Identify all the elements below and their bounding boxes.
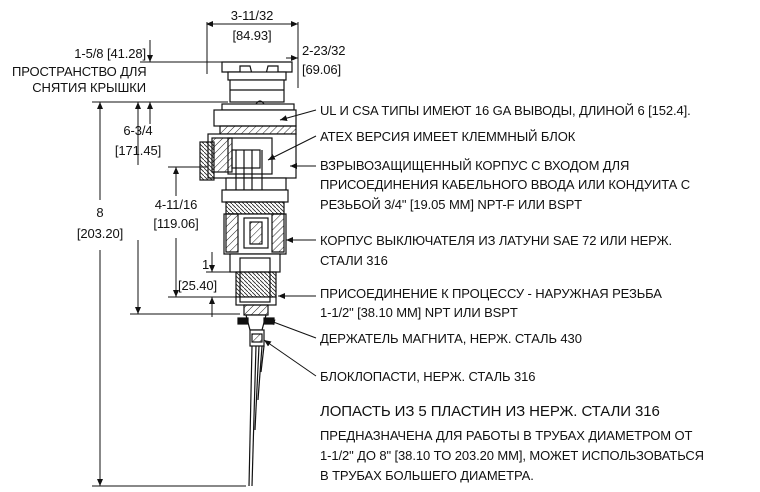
callout-paddle-block: БЛОКЛОПАСТИ, НЕРЖ. СТАЛЬ 316 <box>320 369 536 384</box>
callout-magnet: ДЕРЖАТЕЛЬ МАГНИТА, НЕРЖ. СТАЛЬ 430 <box>320 331 582 346</box>
paddle-note-line3: В ТРУБАХ БОЛЬШЕГО ДИАМЕТРА. <box>320 468 534 483</box>
paddle <box>248 345 265 487</box>
dim-housing-height: 6-3/4 <box>123 123 153 138</box>
callout-process-1: ПРИСОЕДИНЕНИЕ К ПРОЦЕССУ - НАРУЖНАЯ РЕЗЬ… <box>320 286 662 301</box>
dim-housing-height-mm: [171.45] <box>114 143 162 158</box>
callout-housing-3: РЕЗЬБОЙ 3/4" [19.05 MM] NPT-F ИЛИ BSPT <box>320 197 582 212</box>
explosion-proof-housing <box>199 100 297 196</box>
callout-body-2: СТАЛИ 316 <box>320 253 388 268</box>
leader-paddle-block <box>263 339 317 377</box>
dim-top-width: 3-11/32 <box>230 8 274 23</box>
dim-top-width-mm: [84.93] <box>232 28 272 43</box>
paddle-block <box>249 329 265 347</box>
magnet-holder <box>237 304 275 331</box>
dim-thread-length: 1 <box>202 257 210 272</box>
leader-magnet <box>267 319 317 339</box>
dim-clearance-note-1: ПРОСТРАНСТВО ДЛЯ <box>12 64 147 79</box>
paddle-note-line1: ПРЕДНАЗНАЧЕНА ДЛЯ РАБОТЫ В ТРУБАХ ДИАМЕТ… <box>320 428 693 443</box>
switch-body <box>221 189 289 306</box>
dim-cap-width: 2-23/32 <box>302 43 346 58</box>
callout-process-2: 1-1/2" [38.10 MM] NPT ИЛИ BSPT <box>320 305 518 320</box>
dim-clearance: 1-5/8 [41.28] <box>74 46 146 61</box>
callout-housing-1: ВЗРЫВОЗАЩИЩЕННЫЙ КОРПУС С ВХОДОМ ДЛЯ <box>320 158 630 173</box>
leader-terminal <box>267 135 317 161</box>
dim-thread-length-mm: [25.40] <box>178 278 218 293</box>
cover-cap <box>221 61 293 103</box>
dim-body-height: 4-11/16 <box>154 197 198 212</box>
paddle-note-title: ЛОПАСТЬ ИЗ 5 ПЛАСТИН ИЗ НЕРЖ. СТАЛИ 316 <box>320 403 660 420</box>
callout-body-1: КОРПУС ВЫКЛЮЧАТЕЛЯ ИЗ ЛАТУНИ SAE 72 ИЛИ … <box>320 233 673 248</box>
callout-terminal: ATEX ВЕРСИЯ ИМЕЕТ КЛЕММНЫЙ БЛОК <box>320 129 576 144</box>
leader-wires <box>279 109 317 122</box>
dim-body-height-mm: [119.06] <box>153 216 199 231</box>
dim-clearance-note-2: СНЯТИЯ КРЫШКИ <box>32 80 146 95</box>
paddle-note-line2: 1-1/2" ДО 8" [38.10 TO 203.20 MM], МОЖЕТ… <box>320 448 704 463</box>
callout-housing-2: ПРИСОЕДИНЕНИЯ КАБЕЛЬНОГО ВВОДА ИЛИ КОНДУ… <box>320 177 691 192</box>
dim-cap-width-mm: [69.06] <box>302 62 342 77</box>
dim-overall-height-mm: [203.20] <box>76 226 124 241</box>
dim-overall-height: 8 <box>96 205 104 220</box>
callout-wires: UL И CSA ТИПЫ ИМЕЮТ 16 GA ВЫВОДЫ, ДЛИНОЙ… <box>320 103 691 118</box>
